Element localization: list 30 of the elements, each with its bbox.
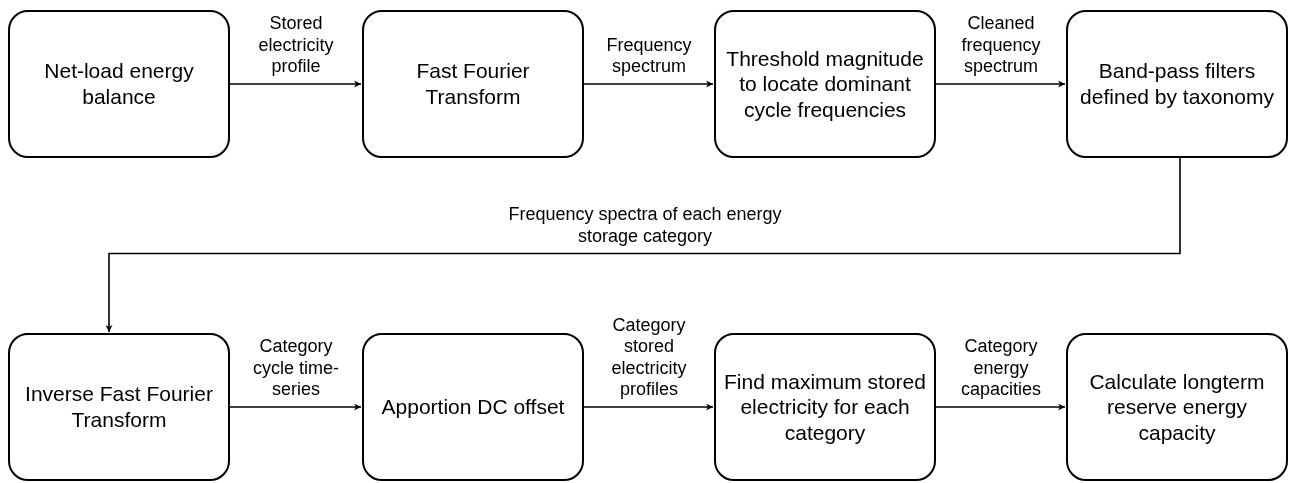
box-text: Inverse Fast Fourier Transform (24, 381, 214, 433)
box-text: Band-pass filters defined by taxonomy (1079, 58, 1275, 110)
edge-label: Category stored electricity profiles (610, 314, 688, 401)
process-box (1066, 333, 1288, 481)
edge-label: Frequency spectrum (605, 34, 693, 78)
process-box (8, 10, 230, 158)
box-text: Find maximum stored electricity for each category (724, 368, 926, 446)
process-box (362, 333, 584, 481)
edge-label: Category energy capacities (959, 336, 1042, 401)
arrow (935, 80, 1066, 88)
process-box (1066, 10, 1288, 158)
box-text: Apportion DC offset (381, 394, 565, 420)
edge-label: Category cycle time-series (252, 336, 340, 401)
arrow (105, 157, 1181, 333)
box-text: Fast Fourier Transform (415, 58, 531, 110)
box-text: Calculate longterm reserve energy capacity (1088, 368, 1266, 446)
edge-label: Stored electricity profile (257, 13, 335, 78)
process-box (8, 333, 230, 481)
arrow (583, 403, 714, 411)
process-box (714, 333, 936, 481)
arrow (229, 80, 362, 88)
process-box (362, 10, 584, 158)
edge-label: Frequency spectra of each energy storage category (507, 204, 783, 248)
arrow (583, 80, 714, 88)
arrow (935, 403, 1066, 411)
edge-label: Cleaned frequency spectrum (960, 13, 1042, 78)
box-text: Threshold magnitude to locate dominant cycle frequencies (725, 45, 925, 123)
process-box (714, 10, 936, 158)
arrow (229, 403, 362, 411)
box-text: Net-load energy balance (43, 58, 195, 110)
